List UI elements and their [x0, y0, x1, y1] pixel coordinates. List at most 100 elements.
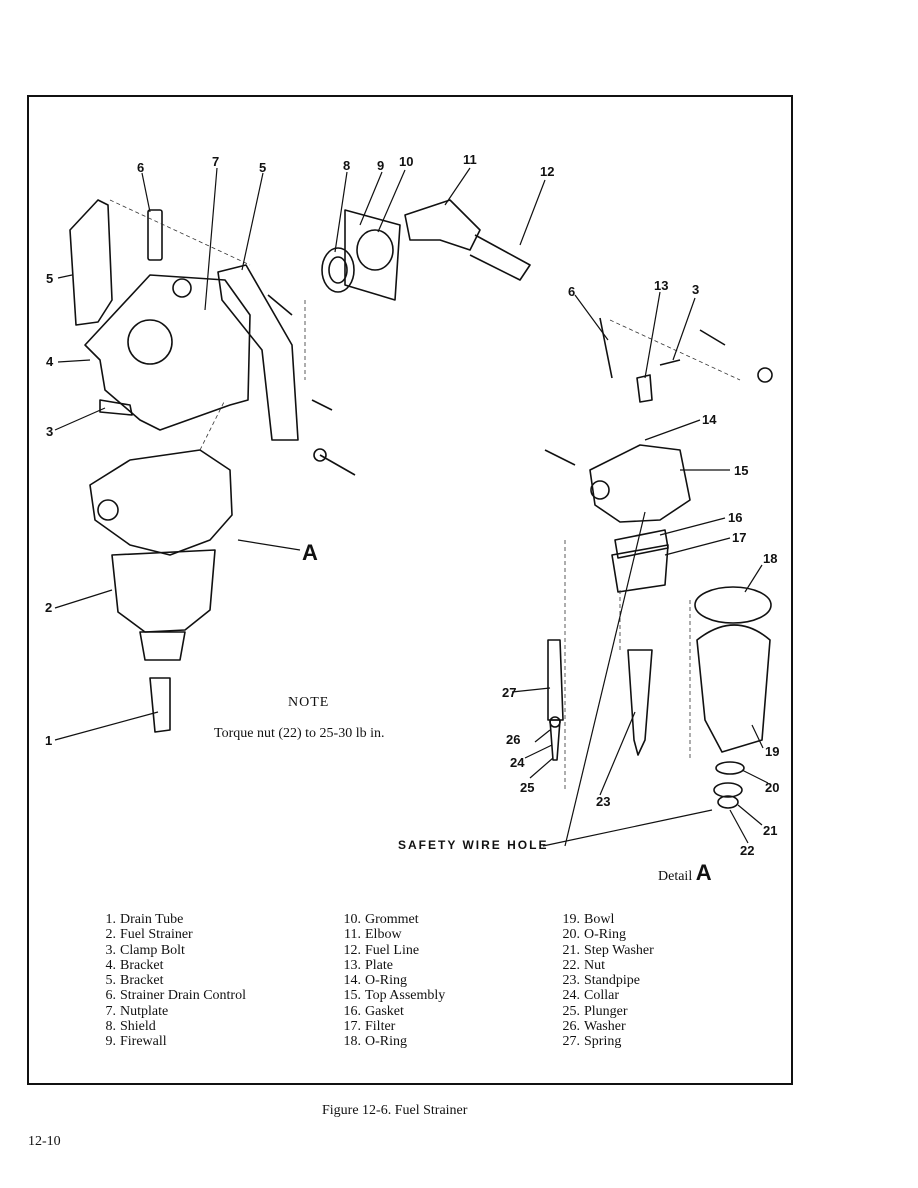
screw-1	[267, 294, 293, 316]
bolt-right	[699, 329, 726, 346]
grommet-shield-8	[321, 247, 355, 293]
legend-name: Step Washer	[584, 942, 654, 958]
legend-name: O-Ring	[365, 1034, 407, 1050]
drain-tube-1	[149, 677, 171, 733]
legend-name: Elbow	[365, 927, 402, 943]
legend-item: 27.Spring	[556, 1034, 654, 1049]
callout-27: 27	[502, 685, 516, 700]
legend-num: 13.	[343, 957, 362, 973]
legend-item: 12.Fuel Line	[337, 943, 445, 958]
o-ring-18	[694, 586, 772, 624]
nut-fitting	[172, 278, 192, 298]
legend-name: Firewall	[120, 1034, 167, 1050]
bowl-2	[111, 549, 216, 633]
legend-column-1: 1.Drain Tube 2.Fuel Strainer 3.Clamp Bol…	[92, 912, 246, 1050]
legend-name: Nutplate	[120, 1003, 169, 1019]
legend-item: 3.Clamp Bolt	[92, 943, 246, 958]
legend-num: 27.	[562, 1034, 581, 1050]
legend-num: 22.	[562, 957, 581, 973]
screw-2	[311, 399, 333, 411]
firewall-9	[344, 209, 401, 301]
legend-item: 17.Filter	[337, 1019, 445, 1034]
legend-num: 9.	[105, 1034, 117, 1050]
legend-item: 11.Elbow	[337, 927, 445, 942]
legend-item: 8.Shield	[92, 1019, 246, 1034]
legend-item: 2.Fuel Strainer	[92, 927, 246, 942]
callout-12: 12	[540, 164, 554, 179]
bracket-4	[84, 274, 251, 431]
port-left	[97, 499, 119, 521]
callout-3-left: 3	[46, 424, 53, 439]
legend-item: 26.Washer	[556, 1019, 654, 1034]
callout-10: 10	[399, 154, 413, 169]
grommet-shield-8-inner	[328, 256, 348, 284]
bracket-4-hole	[127, 319, 173, 365]
legend-num: 26.	[562, 1019, 581, 1035]
callout-19: 19	[765, 744, 779, 759]
legend-num: 2.	[105, 927, 117, 943]
legend-column-2: 10.Grommet 11.Elbow 12.Fuel Line 13.Plat…	[337, 912, 446, 1050]
legend-num: 20.	[562, 927, 581, 943]
legend-name: Grommet	[365, 912, 419, 927]
callout-20: 20	[765, 780, 779, 795]
legend-name: Top Assembly	[365, 988, 446, 1004]
callout-18: 18	[763, 551, 777, 566]
callout-7: 7	[212, 154, 219, 169]
bowl-2-neck	[139, 631, 186, 661]
bracket-5-right	[217, 264, 299, 441]
bracket-5-left	[69, 199, 113, 326]
legend-item: 22.Nut	[556, 958, 654, 973]
legend-num: 16.	[343, 1003, 362, 1019]
legend-num: 15.	[343, 988, 362, 1004]
elbow-11	[404, 199, 481, 251]
nut-right	[757, 367, 773, 383]
callout-6-left: 6	[137, 160, 144, 175]
legend-item: 15.Top Assembly	[337, 988, 446, 1004]
top-assembly-left	[89, 449, 233, 556]
safety-wire-hole-label: SAFETY WIRE HOLE	[398, 838, 549, 852]
washer-26	[549, 716, 561, 728]
callout-11: 11	[463, 152, 477, 167]
callout-14: 14	[702, 412, 717, 427]
legend-name: Clamp Bolt	[120, 942, 185, 958]
callout-3-right: 3	[692, 282, 699, 297]
legend-name: Collar	[584, 988, 619, 1004]
detail-letter: A	[695, 860, 712, 885]
legend-num: 17.	[343, 1019, 362, 1035]
legend-item: 18.O-Ring	[337, 1034, 445, 1049]
legend-num: 11.	[344, 927, 361, 943]
legend-item: 5.Bracket	[92, 973, 246, 988]
legend-item: 23.Standpipe	[556, 973, 654, 988]
legend-name: Drain Tube	[120, 912, 184, 927]
spring-27	[547, 639, 564, 721]
callout-8: 8	[343, 158, 350, 173]
callout-26: 26	[506, 732, 520, 747]
drain-control-6	[147, 209, 163, 261]
callout-5-left: 5	[46, 271, 53, 286]
legend-num: 10.	[343, 912, 362, 927]
legend-item: 20.O-Ring	[556, 927, 654, 942]
detail-marker-a: A	[302, 540, 318, 565]
filter-17	[611, 544, 669, 593]
legend-item: 13.Plate	[337, 958, 445, 973]
legend-name: Bracket	[120, 957, 164, 973]
legend-item: 4.Bracket	[92, 958, 246, 973]
legend-name: O-Ring	[365, 973, 407, 989]
legend-num: 1.	[105, 912, 117, 927]
legend-item: 1.Drain Tube	[92, 912, 246, 927]
legend-num: 3.	[105, 942, 117, 958]
legend-item: 24.Collar	[556, 988, 654, 1003]
callout-24: 24	[510, 755, 525, 770]
figure-caption: Figure 12-6. Fuel Strainer	[322, 1103, 468, 1118]
legend-name: Standpipe	[584, 973, 640, 989]
nut-22	[717, 795, 739, 809]
legend-name: Fuel Line	[365, 942, 420, 958]
standpipe-23	[627, 649, 653, 756]
callout-17: 17	[732, 530, 746, 545]
page-number: 12-10	[28, 1134, 61, 1149]
callout-21: 21	[763, 823, 777, 838]
legend-item: 9.Firewall	[92, 1034, 246, 1049]
callout-1: 1	[45, 733, 52, 748]
legend-item: 14.O-Ring	[337, 973, 445, 988]
